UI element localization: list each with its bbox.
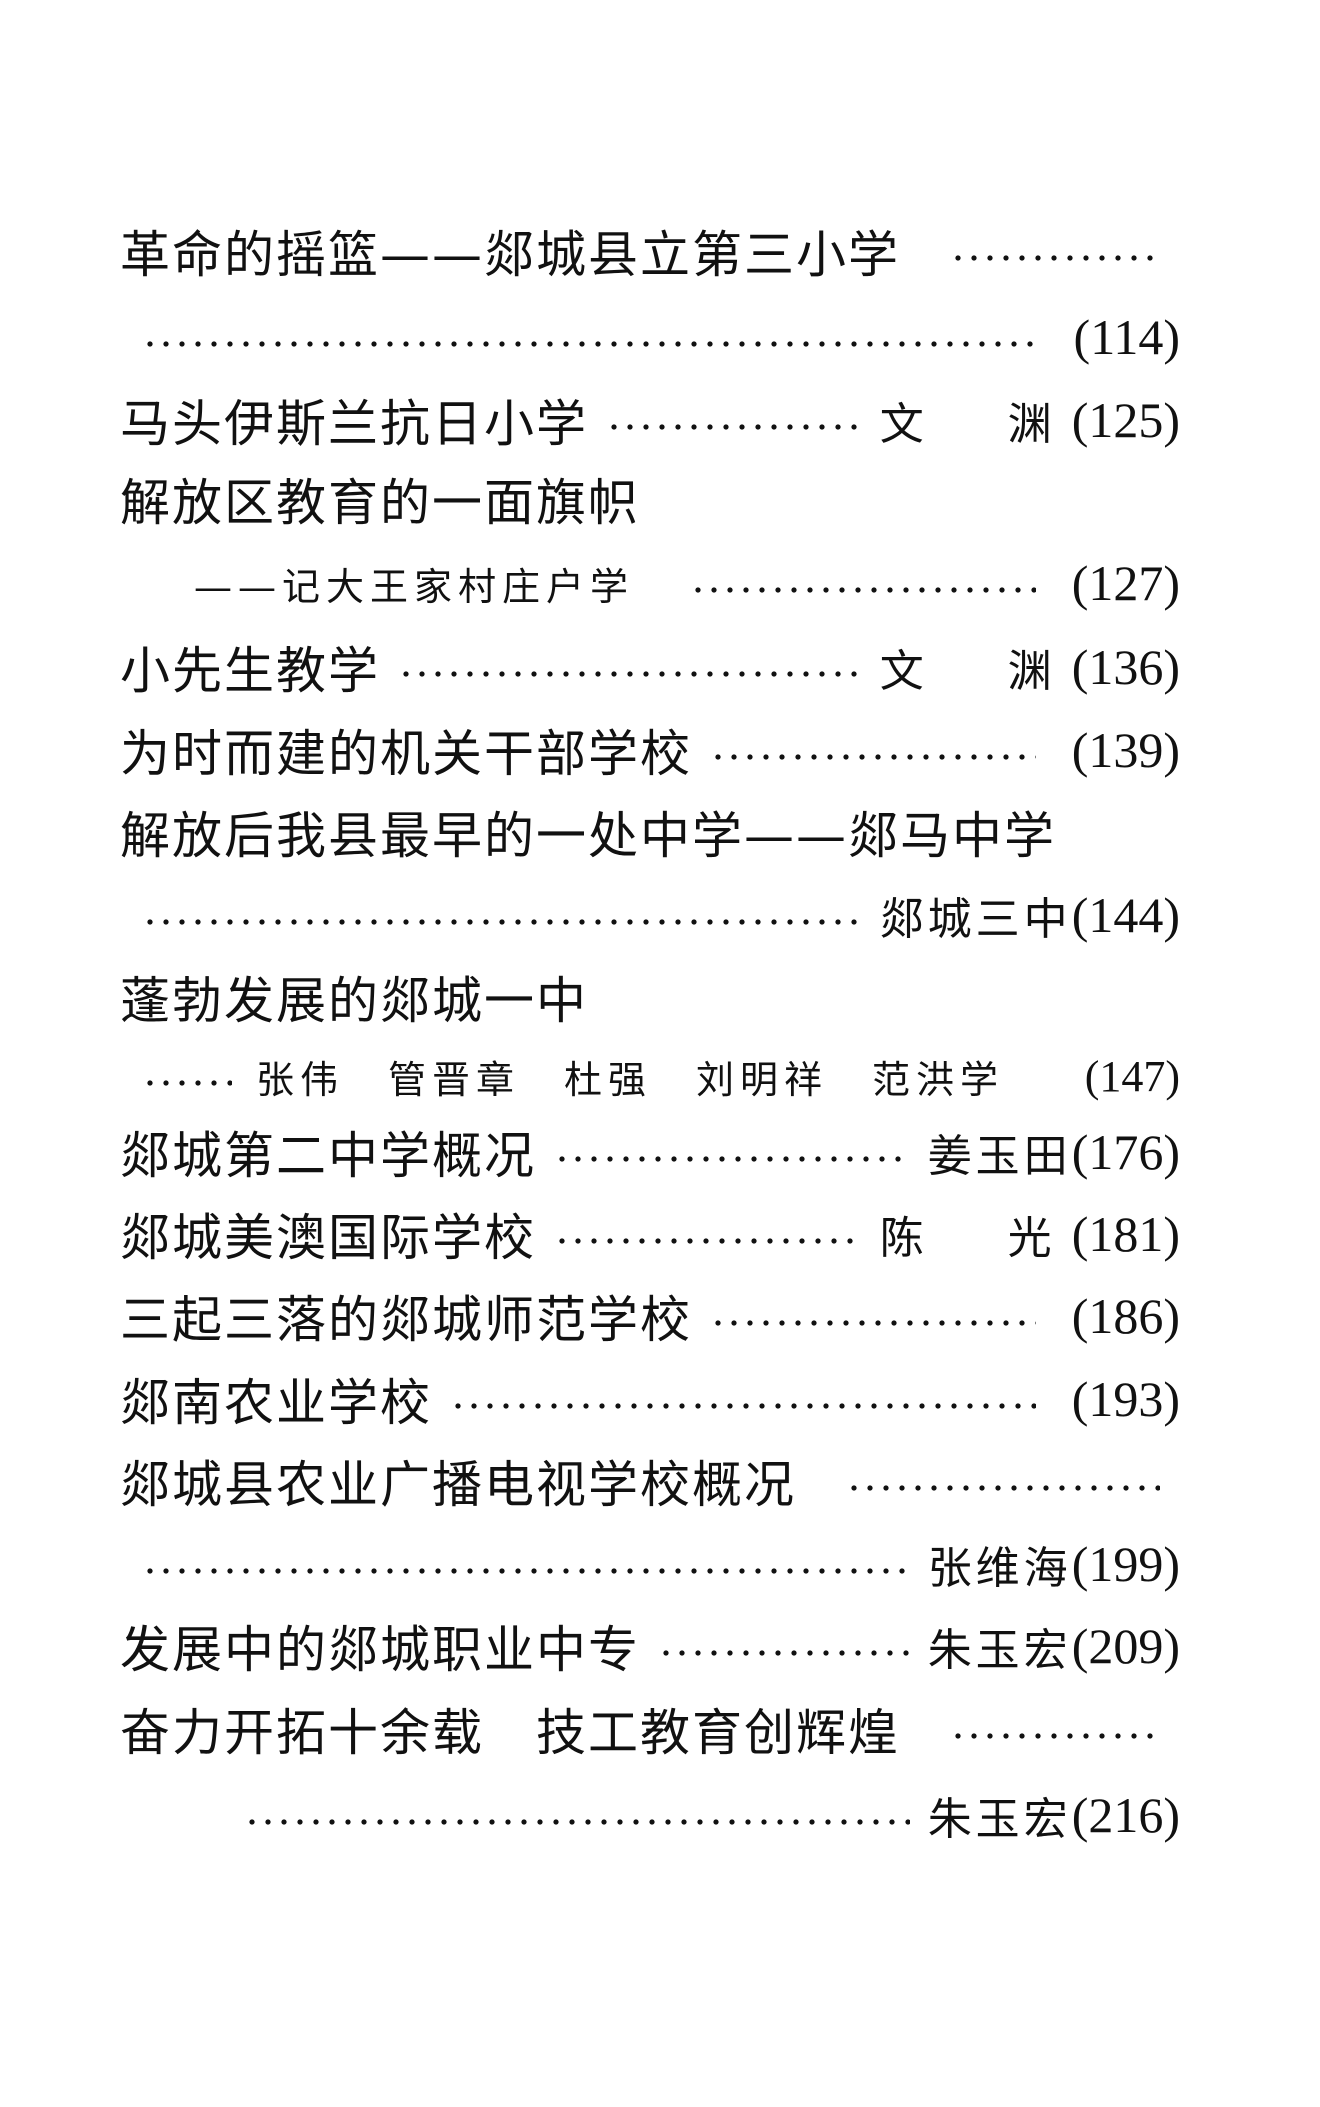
- entry-author: 陈 光: [879, 1213, 1072, 1264]
- entry-author: 姜玉田: [927, 1131, 1072, 1182]
- toc-entry: 张伟 管晋章 杜强 刘明祥 范洪学 (147): [120, 1041, 1180, 1111]
- toc-entry: 小先生教学 文 渊 (136): [120, 632, 1180, 702]
- dot-leader: [710, 753, 1036, 761]
- entry-page: (139): [1071, 722, 1180, 778]
- entry-author: 张伟 管晋章 杜强 刘明祥 范洪学: [256, 1057, 1005, 1102]
- dot-leader: [554, 1237, 862, 1245]
- toc-entry: 郯城县农业广播电视学校概况: [120, 1446, 1180, 1516]
- entry-title: 奋力开拓十余载 技工教育创辉煌: [120, 1704, 900, 1762]
- entry-page: (125): [1071, 392, 1180, 448]
- entry-page: (176): [1071, 1124, 1180, 1180]
- toc-entry: 郯城三中 (144): [120, 880, 1180, 950]
- dot-leader: [142, 918, 862, 926]
- entry-subtitle: ——记大王家村庄户学: [194, 564, 635, 609]
- entry-author: 文 渊: [879, 399, 1072, 450]
- toc-entry: 革命的摇篮——郯城县立第三小学: [120, 216, 1180, 286]
- entry-title: 郯城县农业广播电视学校概况: [120, 1456, 796, 1514]
- toc-entry: 三起三落的郯城师范学校 (186): [120, 1281, 1180, 1351]
- toc-entry: 马头伊斯兰抗日小学 文 渊 (125): [120, 385, 1180, 455]
- toc-entry: 为时而建的机关干部学校 (139): [120, 715, 1180, 785]
- entry-page: (136): [1071, 639, 1180, 695]
- dot-leader: [710, 1319, 1036, 1327]
- dot-leader: [658, 1649, 910, 1657]
- entry-page: (127): [1071, 555, 1180, 611]
- entry-title: 马头伊斯兰抗日小学: [120, 395, 588, 453]
- entry-author: 朱玉宏: [927, 1625, 1072, 1676]
- dot-leader: [950, 254, 1160, 262]
- entry-author: 郯城三中: [879, 894, 1072, 945]
- entry-title: 郯城美澳国际学校: [120, 1209, 536, 1267]
- entry-page: (199): [1071, 1536, 1180, 1592]
- toc-entry: 朱玉宏 (216): [120, 1780, 1180, 1850]
- toc-entry: 奋力开拓十余载 技工教育创辉煌: [120, 1694, 1180, 1764]
- dot-leader: [690, 586, 1036, 594]
- toc-entry: 张维海 (199): [120, 1529, 1180, 1599]
- entry-title: 小先生教学: [120, 642, 380, 700]
- dot-leader: [950, 1732, 1160, 1740]
- dot-leader: [606, 423, 862, 431]
- entry-page: (114): [1073, 309, 1180, 365]
- entry-author: 张维海: [927, 1543, 1072, 1594]
- toc-entry: 蓬勃发展的郯城一中: [120, 962, 1180, 1032]
- toc-entry: 郯城第二中学概况 姜玉田 (176): [120, 1117, 1180, 1187]
- dot-leader: [846, 1484, 1160, 1492]
- toc-entry: 解放区教育的一面旗帜: [120, 464, 1180, 534]
- entry-page: (181): [1071, 1206, 1180, 1262]
- toc-entry: 发展中的郯城职业中专 朱玉宏 (209): [120, 1611, 1180, 1681]
- entry-page: (147): [1084, 1051, 1180, 1101]
- entry-title: 郯城第二中学概况: [120, 1127, 536, 1185]
- dot-leader: [398, 670, 862, 678]
- entry-page: (186): [1071, 1288, 1180, 1344]
- toc-entry: 解放后我县最早的一处中学——郯马中学: [120, 797, 1180, 867]
- entry-page: (144): [1071, 887, 1180, 943]
- entry-page: (209): [1071, 1618, 1180, 1674]
- toc-entry: 郯城美澳国际学校 陈 光 (181): [120, 1199, 1180, 1269]
- entry-title: 郯南农业学校: [120, 1374, 432, 1432]
- entry-author: 文 渊: [879, 646, 1072, 697]
- toc-entry: (114): [120, 302, 1180, 372]
- toc-entry: 郯南农业学校 (193): [120, 1364, 1180, 1434]
- dot-leader: [142, 340, 1038, 348]
- entry-title: 革命的摇篮——郯城县立第三小学: [120, 226, 900, 284]
- entry-title: 解放后我县最早的一处中学——郯马中学: [120, 807, 1056, 865]
- entry-title: 解放区教育的一面旗帜: [120, 474, 640, 532]
- entry-title: 三起三落的郯城师范学校: [120, 1291, 692, 1349]
- dot-leader: [142, 1079, 232, 1087]
- entry-title: 蓬勃发展的郯城一中: [120, 972, 588, 1030]
- entry-author: 朱玉宏: [927, 1794, 1072, 1845]
- entry-title: 为时而建的机关干部学校: [120, 725, 692, 783]
- dot-leader: [554, 1155, 910, 1163]
- entry-page: (193): [1071, 1371, 1180, 1427]
- entry-page: (216): [1071, 1787, 1180, 1843]
- dot-leader: [450, 1402, 1036, 1410]
- dot-leader: [244, 1818, 910, 1826]
- toc-entry: ——记大王家村庄户学 (127): [120, 548, 1180, 618]
- dot-leader: [142, 1567, 910, 1575]
- entry-title: 发展中的郯城职业中专: [120, 1621, 640, 1679]
